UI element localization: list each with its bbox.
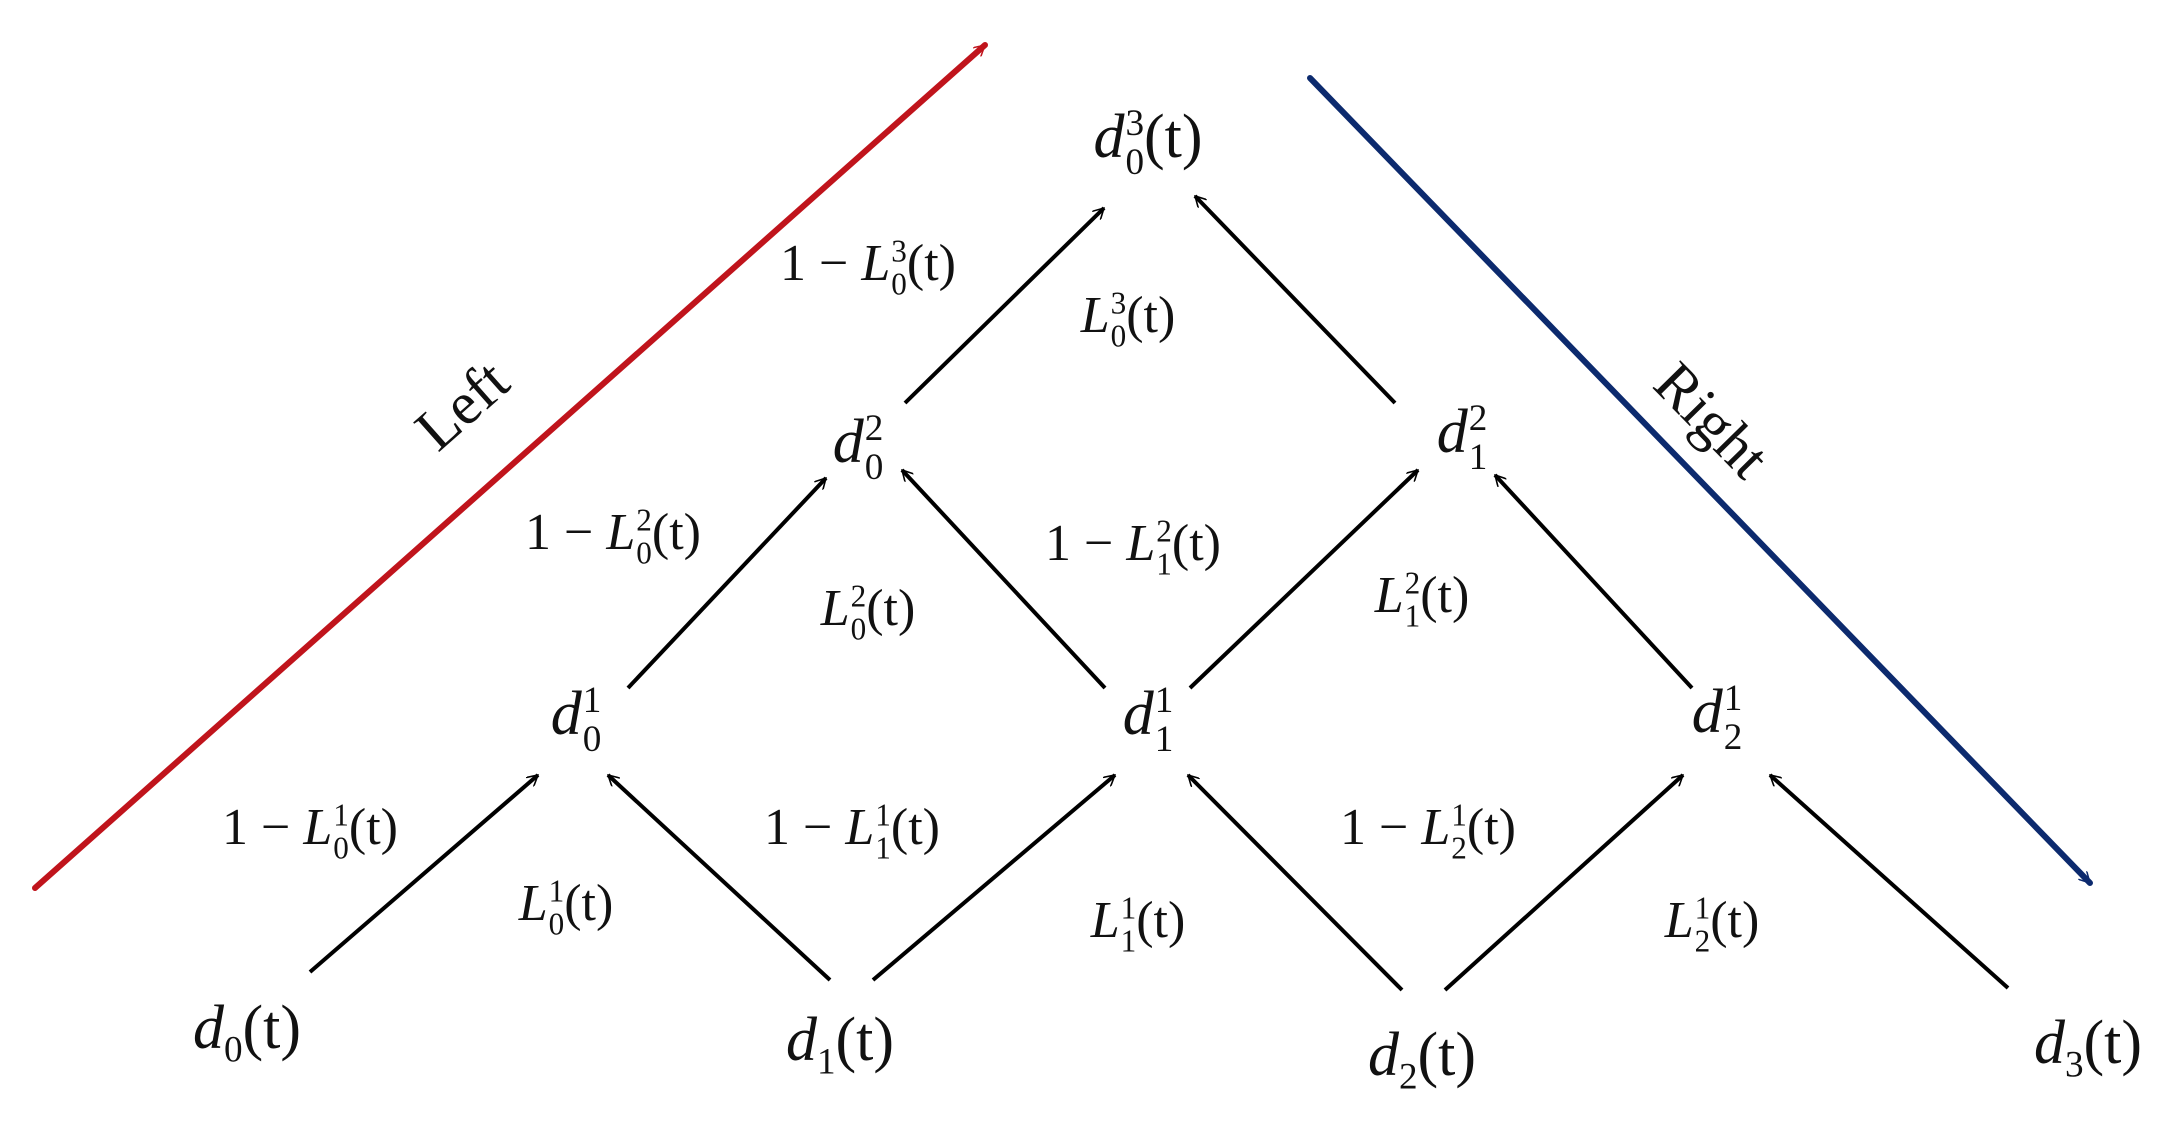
edge-d3t-to-d21 bbox=[1768, 773, 2010, 990]
edge-d1t-to-d11 bbox=[871, 773, 1117, 982]
edge-d11-to-d12 bbox=[1188, 468, 1420, 690]
edge-d01-to-d02 bbox=[626, 476, 828, 690]
node-d0t: d0(t) bbox=[192, 994, 302, 1071]
edge-d11-to-d02 bbox=[900, 468, 1107, 690]
node-d1t: d1(t) bbox=[785, 1006, 895, 1083]
edge-d2t-to-d21 bbox=[1443, 773, 1685, 992]
edge-d12-to-d03 bbox=[1193, 194, 1397, 405]
edge-d2t-to-d11 bbox=[1186, 773, 1404, 992]
edge-d1t-to-d01 bbox=[606, 773, 832, 982]
right-direction-arrow bbox=[1307, 75, 2093, 886]
node-d2t: d2(t) bbox=[1367, 1021, 1477, 1098]
edge-d02-to-d03 bbox=[903, 206, 1106, 405]
edge-d21-to-d12 bbox=[1493, 473, 1694, 690]
left-direction-arrow bbox=[32, 42, 988, 891]
edge-d0t-to-d01 bbox=[308, 773, 540, 974]
node-d3t: d3(t) bbox=[2033, 1009, 2143, 1086]
